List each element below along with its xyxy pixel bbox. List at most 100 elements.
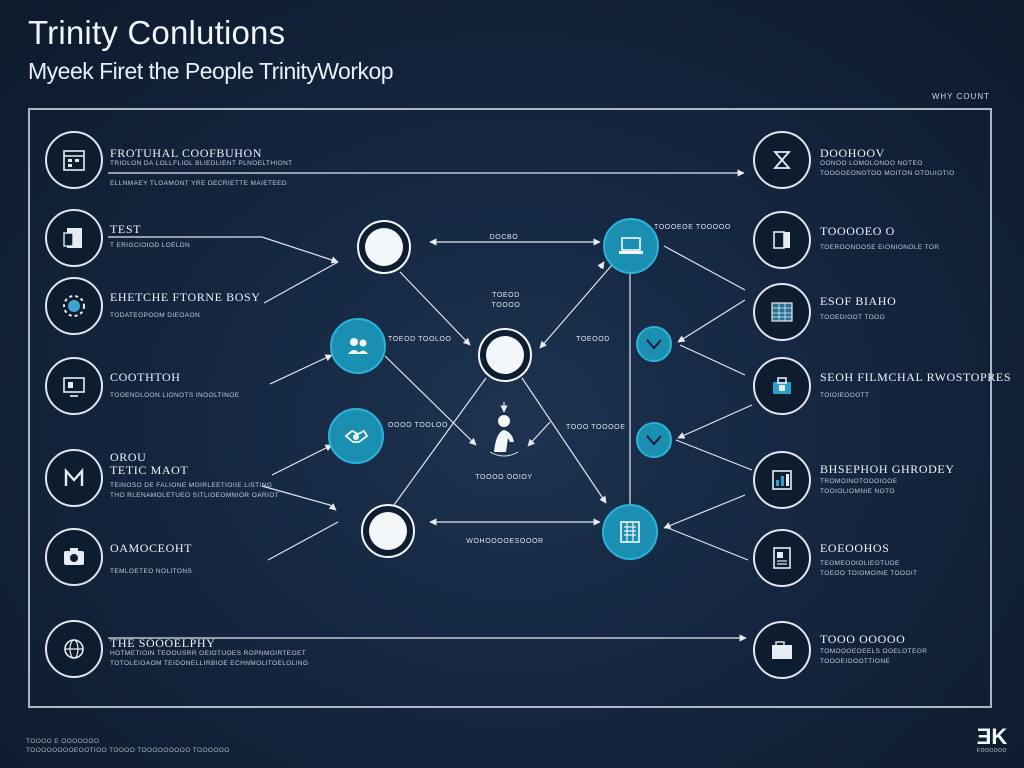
link-right-5b [663, 494, 746, 529]
right-node-3[interactable] [753, 283, 811, 341]
right-node-7[interactable] [753, 621, 811, 679]
left-node-5[interactable] [45, 449, 103, 507]
camera-icon [64, 548, 84, 565]
right-node-5[interactable] [753, 451, 811, 509]
right-label-6-head: EOEOOHOS [820, 541, 890, 555]
link-left-3 [263, 261, 339, 304]
left-label-4-head: COOTHTOH [110, 370, 181, 384]
footer-line-2: TOOOOOOOOEOOTIOO TOOOO TOOOOOOOOO TOOOOO… [26, 747, 230, 754]
link-hub-center-2 [539, 264, 613, 349]
teal-node-left-1[interactable] [330, 318, 386, 374]
page-title: Trinity Conlutions [28, 14, 286, 51]
left-label-3-sub1: TODATEOPOOM DIEOAON [110, 312, 201, 319]
link-right-3b [679, 344, 746, 376]
left-node-2[interactable] [45, 209, 103, 267]
check-icon [646, 435, 662, 446]
left-label-4-sub1: TOOENDLOON LIONOTS INOOLTINOE [110, 392, 240, 399]
logo-mark: ƎK [976, 724, 1008, 749]
right-label-4-head: SEOH FILMCHAL RWOSTOPRES [820, 370, 1012, 384]
left-label-1-sub1: TRIOLON DA LOLLFLIOL BLIEDLIENT PLNOELTH… [110, 160, 293, 167]
left-teal-1-label: TOEOD TOOLOO [388, 336, 452, 343]
right-label-2-sub1: TOEROONOOSE EIONIONOLE TOR [820, 244, 940, 251]
left-node-7[interactable] [45, 620, 103, 678]
right-label-1-sub1: OONOO LOMOLONOO NOTEO [820, 160, 923, 167]
folder-icon [772, 641, 792, 659]
hub-bottom-left[interactable] [361, 504, 415, 558]
right-label-6-sub1: TEOMEOOIOLIEOTUOE [820, 560, 900, 567]
right-node-6[interactable] [753, 529, 811, 587]
hub-bottom-right[interactable] [602, 504, 658, 560]
chart-icon [772, 470, 792, 490]
link-right-5a [675, 439, 753, 471]
person-icon [489, 415, 519, 457]
link-right-3a [677, 299, 746, 343]
right-check-2-label: TOOO TOOOOE [566, 424, 626, 431]
right-label-7-sub1: TOMOOOEOEELS OOELOTEOR [820, 648, 928, 655]
teal-node-left-2[interactable] [328, 408, 384, 464]
spacer [508, 412, 516, 418]
gear-icon [63, 295, 85, 317]
left-label-7-sub1: HOTMETIOIN TEOOUSRR OEIOTUOES ROPNMOIRTE… [110, 650, 307, 657]
hub-center[interactable] [478, 328, 532, 382]
left-node-6[interactable] [45, 528, 103, 586]
link-right-2 [663, 245, 746, 291]
toolbox-icon [773, 377, 791, 394]
hub-top-left[interactable] [357, 220, 411, 274]
m-badge-icon [64, 467, 84, 486]
diagram-frame [28, 108, 992, 708]
link-up-arrow [597, 261, 605, 270]
right-node-2[interactable] [753, 211, 811, 269]
footer-note: TOOOO E OOOOOOO TOOOOOOOOEOOTIOO TOOOO T… [26, 736, 230, 754]
right-label-4-sub1: TOIOIEOOOTT [820, 392, 870, 399]
corner-label: WHY COUNT [931, 92, 990, 101]
link-left-5b [261, 485, 337, 511]
hub-top-right[interactable] [603, 218, 659, 274]
right-label-6-sub2: TOEOO TOIOMOINE TOOOIT [820, 570, 918, 577]
bottom-center-label: TOOOO OOIOY [475, 474, 533, 481]
link-right-4 [677, 404, 753, 439]
left-label-3-head: EHETCHE FTORNE BOSY [110, 290, 261, 304]
right-check-1-label: TOEOOD [576, 336, 610, 343]
news-icon [773, 547, 791, 569]
check-node-2[interactable] [636, 422, 672, 458]
spreadsheet-icon [771, 302, 793, 322]
right-label-3-head: ESOF BIAHO [820, 294, 897, 308]
right-label-3-sub1: TOOEDIOOT TOOO [820, 314, 886, 321]
left-label-1-head: FROTUHAL COOFBUHON [110, 146, 263, 160]
laptop-icon [619, 237, 643, 254]
check-node-1[interactable] [636, 326, 672, 362]
link-center-bottom-right [521, 377, 607, 504]
page-subtitle: Myeek Firet the People TrinityWorkop [28, 58, 394, 84]
left-node-4[interactable] [45, 357, 103, 415]
link-center-right-down [527, 421, 551, 447]
left-label-7-head: THE SOOOELPHY [110, 636, 216, 650]
left-label-6-head: OAMOCEOHT [110, 541, 193, 555]
right-label-7-head: TOOO OOOOO [820, 632, 906, 646]
right-label-2-head: TOOOOEO O [820, 224, 895, 238]
logo-subtext: FOOOOOO [977, 748, 1007, 754]
left-label-2-head: TEST [110, 222, 142, 236]
left-node-1[interactable] [45, 131, 103, 189]
footer-line-1: TOOOO E OOOOOOO [26, 738, 100, 745]
right-teal-label: TOOOEOE TOOOOO [654, 224, 731, 231]
calendar-icon [63, 150, 85, 171]
check-icon [646, 339, 662, 350]
link-left-5a [271, 444, 333, 476]
right-label-1-sub2: TOOGOEONOTOO MOITON OTOUIOTIO [820, 170, 955, 177]
center-label-2: TOOOO [491, 302, 521, 309]
left-label-6-sub1: TEMLOETEO NOLITONS [110, 568, 193, 575]
globe-icon [64, 639, 84, 659]
right-node-1[interactable] [753, 131, 811, 189]
link-center-bottom-left [393, 377, 487, 506]
center-label-1: TOEOD [492, 292, 520, 299]
right-node-4[interactable] [753, 357, 811, 415]
left-label-2-sub1: T ERIGCIOIOD LOELDN [110, 242, 191, 249]
left-label-5-head: OROU [110, 450, 147, 464]
left-node-3[interactable] [45, 277, 103, 335]
document-icon [63, 228, 82, 248]
link-left-4 [269, 354, 333, 385]
checklist-icon [620, 521, 640, 543]
left-teal-2-label: OOOO TOOLOO [388, 422, 449, 429]
hourglass-icon [773, 151, 791, 169]
